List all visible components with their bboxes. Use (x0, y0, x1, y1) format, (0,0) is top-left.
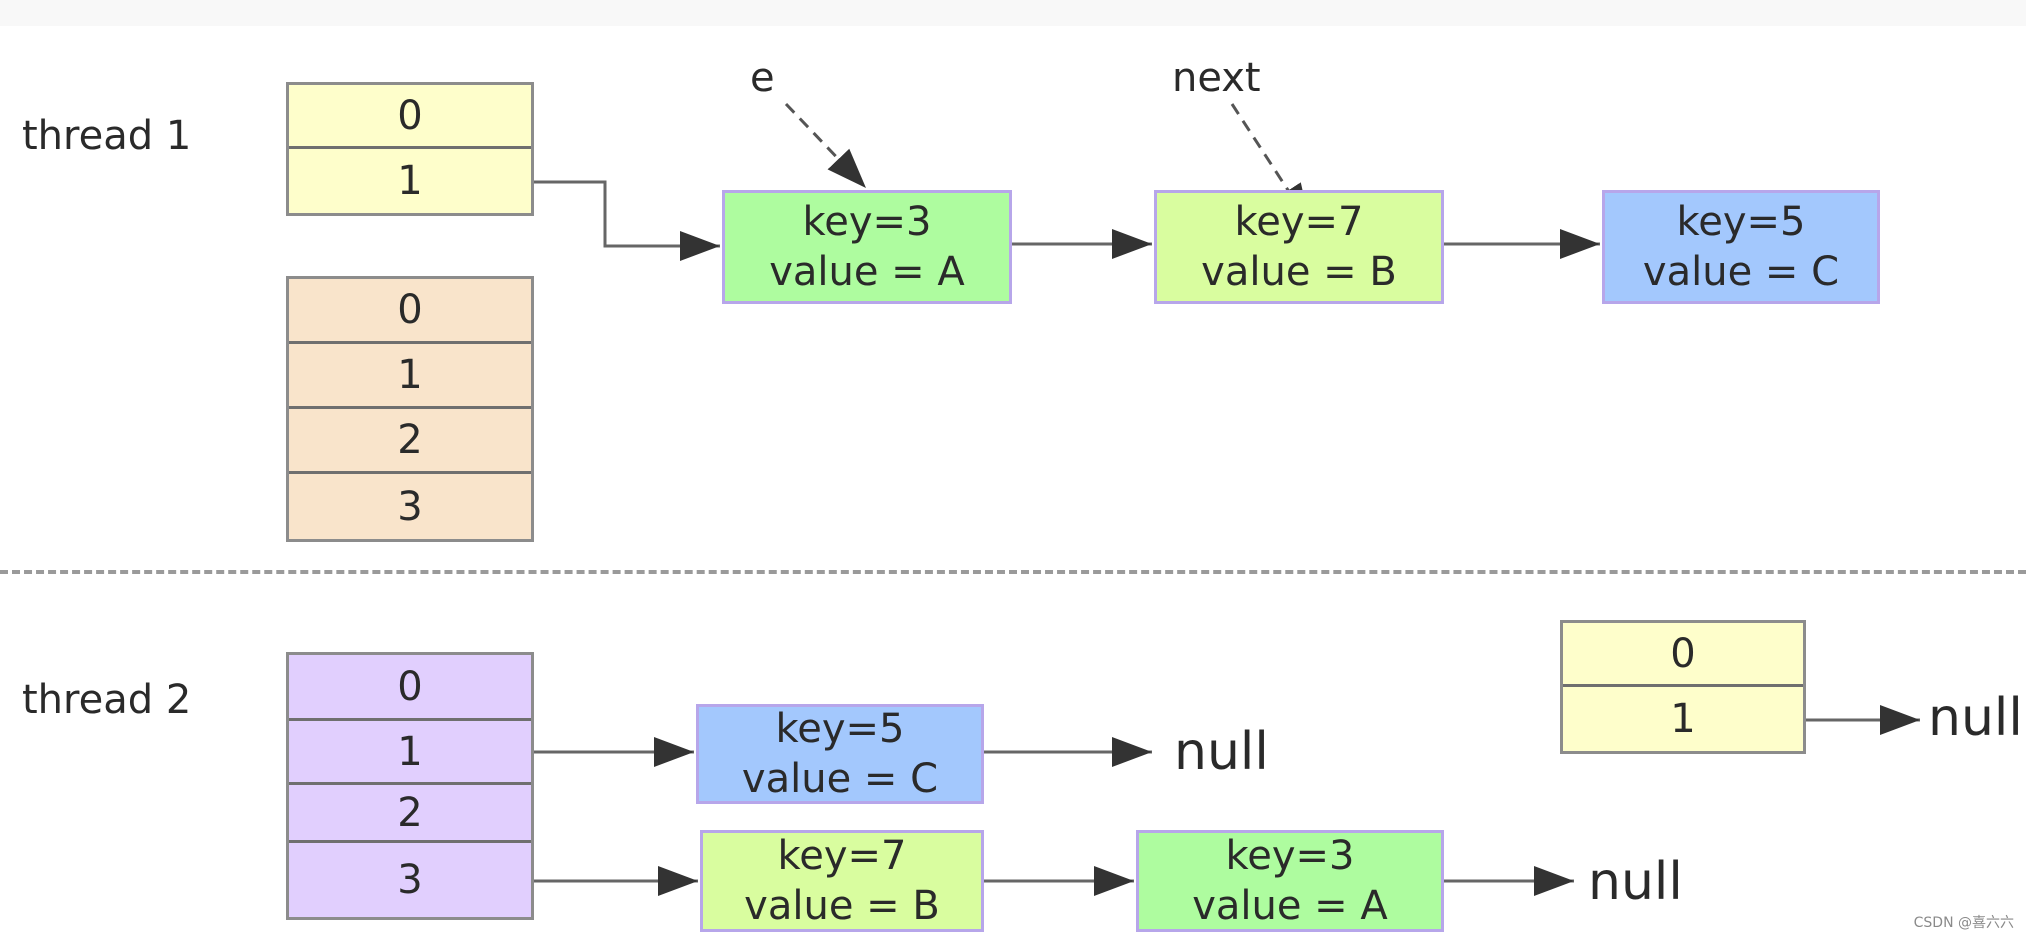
node-key: key=5 (1676, 199, 1806, 245)
arrow-t1-bucket1-to-A (532, 180, 720, 261)
thread1-old-table: 0 1 (286, 82, 534, 216)
watermark: CSDN @喜六六 (1913, 915, 2014, 931)
thread1-old-table-cell-0: 0 (289, 85, 531, 149)
thread1-old-table-cell-1: 1 (397, 158, 423, 204)
thread1-new-table-cell-3: 3 (397, 483, 423, 530)
node-value: value = B (1201, 249, 1397, 295)
thread1-new-table-cell-2: 2 (289, 409, 531, 474)
thread2-new-table: 0 1 2 3 (286, 652, 534, 920)
thread2-old-table-cell-0: 0 (1563, 623, 1803, 687)
top-band (0, 0, 2026, 26)
node-key: key=5 (775, 706, 905, 752)
pointer-e-label: e (750, 55, 775, 101)
thread2-new-table-cell-3: 3 (397, 857, 423, 903)
thread2-node-B: key=7 value = B (700, 830, 984, 932)
thread2-label: thread 2 (22, 677, 192, 723)
node-value: value = C (741, 756, 939, 802)
pointer-e-arrow (784, 102, 868, 190)
node-key: key=7 (1234, 199, 1364, 245)
thread2-old-table-cell-1: 1 (1670, 696, 1696, 742)
thread-divider (0, 570, 2026, 574)
null-label: null (1928, 688, 2023, 748)
node-value: value = B (744, 883, 940, 929)
thread2-old-table: 0 1 (1560, 620, 1806, 754)
thread2-node-A: key=3 value = A (1136, 830, 1444, 932)
thread1-new-table-cell-0: 0 (289, 279, 531, 344)
node-value: value = A (1192, 883, 1388, 929)
node-value: value = A (769, 249, 965, 295)
thread1-node-A: key=3 value = A (722, 190, 1012, 304)
thread2-node-C: key=5 value = C (696, 704, 984, 804)
thread1-new-table: 0 1 2 3 (286, 276, 534, 542)
null-label: null (1588, 852, 1683, 912)
thread1-new-table-cell-1: 1 (289, 344, 531, 409)
node-key: key=7 (777, 833, 907, 879)
node-key: key=3 (802, 199, 932, 245)
pointer-next-label: next (1172, 55, 1261, 101)
node-value: value = C (1642, 249, 1840, 295)
null-label: null (1174, 722, 1269, 782)
thread1-label: thread 1 (22, 113, 192, 159)
thread2-new-table-cell-2: 2 (289, 785, 531, 843)
thread2-new-table-cell-1: 1 (289, 721, 531, 785)
node-key: key=3 (1225, 833, 1355, 879)
thread1-node-C: key=5 value = C (1602, 190, 1880, 304)
thread2-new-table-cell-0: 0 (289, 655, 531, 721)
thread1-node-B: key=7 value = B (1154, 190, 1444, 304)
